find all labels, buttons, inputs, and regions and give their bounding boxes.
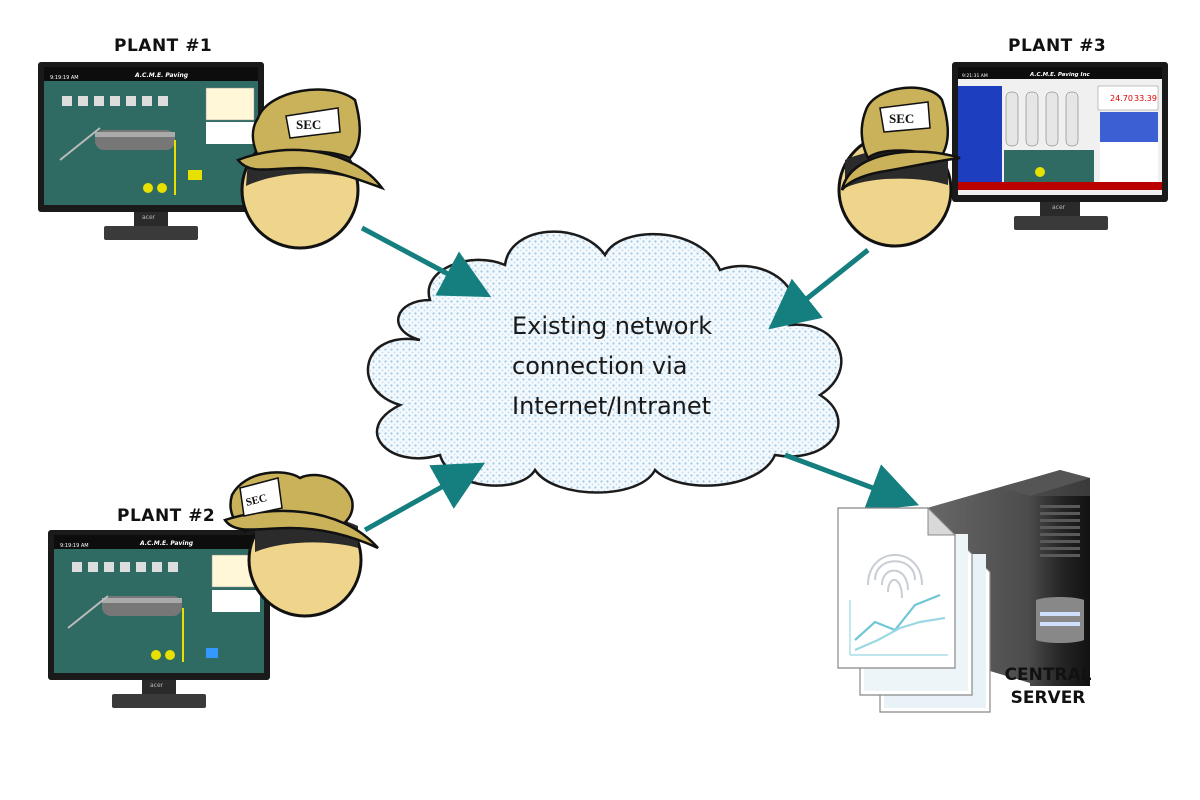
cloud-line-1: Existing network (512, 312, 713, 340)
plant-2-label: PLANT #2 (117, 506, 216, 526)
document-1 (837, 506, 957, 669)
cloud-line-3: Internet/Intranet (512, 392, 712, 420)
server-label-line-2: SERVER (1010, 688, 1086, 708)
monitor-plant-3: A.C.M.E. Paving Inc 9:21:31 AM 24.70 33.… (952, 62, 1168, 230)
mini-chart-lines (849, 593, 948, 656)
arrow-plant1-to-cloud (360, 225, 492, 298)
plant1-screen-title: A.C.M.E. Paving (134, 72, 189, 79)
plant1-screen-time: 9:19:19 AM (50, 75, 79, 81)
monitor-plant-1: A.C.M.E. Paving 9:19:19 AM (38, 62, 264, 240)
cloud-caption: Existing network connection via Internet… (512, 306, 712, 426)
plant3-screen-time: 9:21:31 AM (962, 73, 988, 79)
svg-text:33.39: 33.39 (1134, 94, 1157, 103)
sec-agent-2: SEC (223, 471, 379, 618)
cloud-line-2: connection via (512, 352, 688, 380)
monitor-brand-1: acer (142, 214, 156, 221)
central-server-label: CENTRAL SERVER (998, 664, 1098, 710)
monitor-brand-2: acer (150, 682, 164, 689)
arrow-plant2-to-cloud (363, 462, 486, 533)
server-label-line-1: CENTRAL (1004, 665, 1092, 685)
report-documents (837, 506, 991, 713)
sec-badge-3: SEC (889, 111, 914, 126)
plant3-screen-title: A.C.M.E. Paving Inc (1029, 72, 1090, 78)
sec-agent-3: SEC (837, 86, 961, 248)
monitor-brand-3: acer (1052, 204, 1066, 211)
sec-agent-1: SEC (235, 88, 386, 250)
arrow-plant3-to-cloud (768, 248, 870, 330)
plant2-screen-time: 9:19:19 AM (60, 543, 89, 549)
monitor-plant-2: A.C.M.E. Paving 9:19:19 AM (48, 530, 270, 708)
plant-3-label: PLANT #3 (1008, 36, 1107, 56)
sec-badge-1: SEC (296, 117, 321, 132)
plant-1-label: PLANT #1 (114, 36, 213, 56)
sec-badge-2: SEC (245, 492, 269, 509)
arrow-cloud-to-server (784, 452, 920, 512)
fingerprint-watermark (867, 554, 923, 599)
arrows (360, 225, 920, 533)
svg-text:24.70: 24.70 (1110, 94, 1133, 103)
plant2-screen-title: A.C.M.E. Paving (139, 540, 194, 547)
